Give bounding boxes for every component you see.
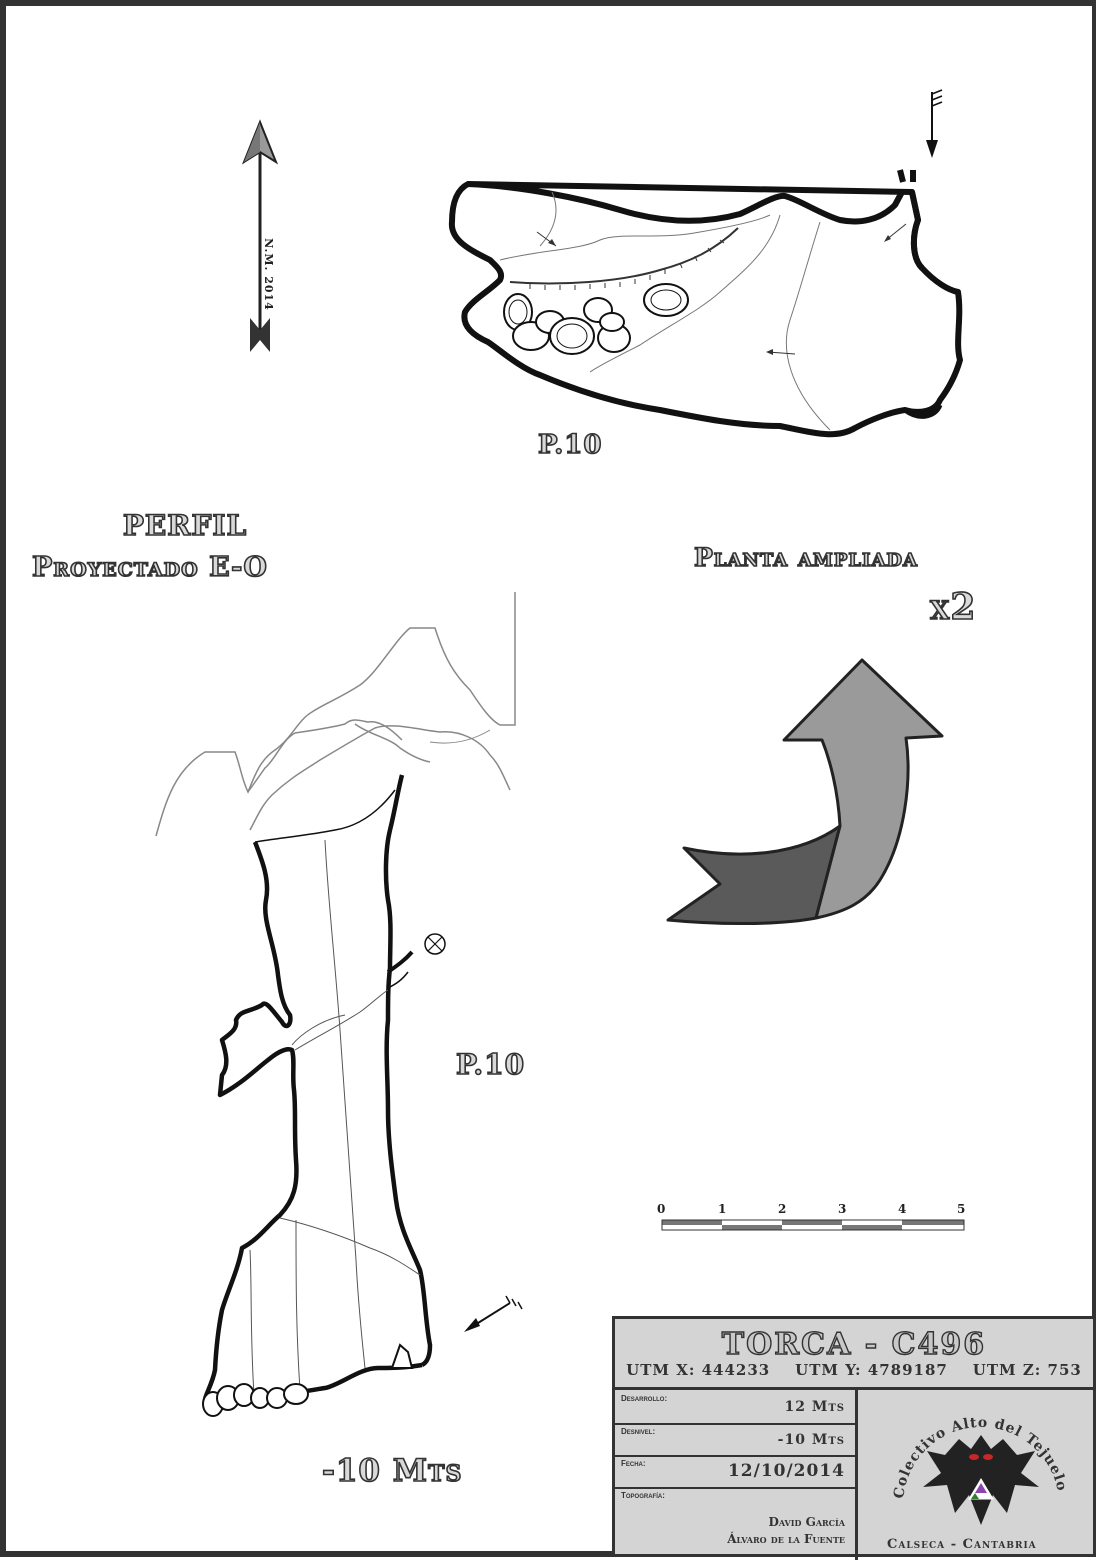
zoom-arrow-icon: [666, 658, 944, 926]
utm-coordinates: UTM X: 444233 UTM Y: 4789187 UTM Z: 753: [626, 1361, 1082, 1379]
north-arrow-label: N.M. 2014: [261, 238, 275, 311]
profile-title-line1: PERFIL: [122, 508, 248, 543]
scale-tick-1: 1: [718, 1202, 728, 1216]
orientation-arrow-icon: [464, 1295, 523, 1332]
topografia-caption: Topografía:: [621, 1491, 665, 1500]
plan-pitch-label: P.10: [537, 429, 603, 461]
scale-tick-5: 5: [957, 1202, 967, 1216]
north-arrow-icon: [241, 119, 279, 352]
desnivel-caption: Desnivel:: [621, 1427, 656, 1436]
scale-tick-4: 4: [898, 1202, 908, 1216]
scale-bar: [661, 1219, 965, 1231]
plan-view: [448, 89, 963, 438]
entrance-symbol-icon: [424, 933, 446, 955]
row-divider-2: [615, 1455, 855, 1457]
profile-title-line2: Proyectado E-O: [31, 551, 268, 584]
location-label: Calseca - Cantabria: [887, 1537, 1037, 1552]
desnivel-value: -10 Mts: [777, 1432, 845, 1448]
scale-tick-2: 2: [778, 1202, 788, 1216]
fecha-value: 12/10/2014: [727, 1461, 845, 1481]
zoom-label-line1: Planta ampliada: [693, 542, 918, 573]
zoom-label-line2: x2: [929, 585, 977, 629]
row-divider-1: [615, 1423, 855, 1425]
topografia-author-2: Álvaro de la Fuente: [727, 1532, 845, 1546]
club-logo-icon: Colectivo Alto del Tejuelo: [891, 1415, 1069, 1525]
profile-view: [155, 592, 523, 1417]
scale-tick-0: 0: [657, 1202, 667, 1216]
fecha-caption: Fecha:: [621, 1459, 646, 1468]
scale-tick-3: 3: [838, 1202, 848, 1216]
title-divider: [615, 1387, 1093, 1390]
title-block: TORCA - C496 UTM X: 444233 UTM Y: 478918…: [612, 1316, 1096, 1560]
depth-label: -10 Mts: [321, 1452, 463, 1490]
entrance-marker-icon: [926, 89, 943, 158]
desarrollo-value: 12 Mts: [784, 1399, 845, 1415]
column-divider: [855, 1390, 858, 1560]
row-divider-3: [615, 1487, 855, 1489]
desarrollo-caption: Desarrollo:: [621, 1394, 668, 1403]
topografia-author-1: David García: [768, 1515, 845, 1529]
profile-pitch-label: P.10: [455, 1047, 526, 1082]
cave-name: TORCA - C496: [721, 1326, 987, 1362]
